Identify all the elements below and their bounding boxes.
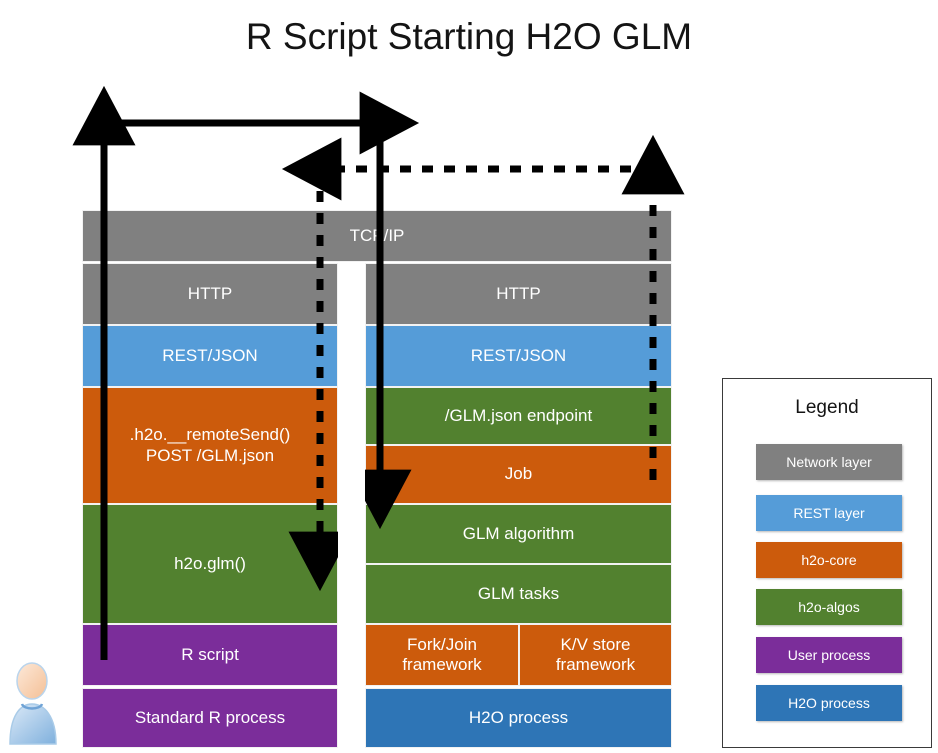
legend-item-h2o-algos-label: h2o-algos (798, 599, 860, 615)
block-left-r-script: R script (82, 624, 338, 686)
block-right-fork-join-framework: Fork/Join framework (365, 624, 519, 686)
legend-item-h2o-core: h2o-core (756, 542, 902, 578)
legend-title: Legend (795, 397, 859, 418)
block-right-rest-json-label: REST/JSON (470, 345, 567, 365)
block-tcp-ip-label: TCP/IP (349, 225, 405, 245)
legend-item-network-layer-label: Network layer (786, 454, 872, 470)
legend-item-user-process: User process (756, 637, 902, 673)
legend-item-rest-layer-label: REST layer (793, 505, 865, 521)
block-left-http: HTTP (82, 263, 338, 325)
legend-item-h2o-process: H2O process (756, 685, 902, 721)
block-tcp-ip: TCP/IP (82, 210, 672, 262)
block-right-job: Job (365, 445, 672, 504)
legend-item-h2o-algos: h2o-algos (756, 589, 902, 625)
block-right-glm-tasks: GLM tasks (365, 564, 672, 624)
legend-item-network-layer: Network layer (756, 444, 902, 480)
block-right-h2o-process: H2O process (365, 688, 672, 748)
block-right-http: HTTP (365, 263, 672, 325)
block-right-fork-join-framework-label: Fork/Join framework (402, 634, 482, 674)
stack-gap-separator (338, 262, 365, 749)
block-right-glm-json-endpoint: /GLM.json endpoint (365, 387, 672, 445)
block-right-rest-json: REST/JSON (365, 325, 672, 387)
legend-item-h2o-core-label: h2o-core (801, 552, 857, 568)
block-right-glm-algorithm-label: GLM algorithm (462, 523, 575, 543)
user-avatar (9, 662, 57, 745)
legend: Legend Network layer REST layer h2o-core… (722, 378, 932, 748)
legend-item-rest-layer: REST layer (756, 495, 902, 531)
block-right-h2o-process-label: H2O process (468, 707, 569, 727)
block-right-glm-json-endpoint-label: /GLM.json endpoint (444, 405, 593, 425)
block-left-rest-json: REST/JSON (82, 325, 338, 387)
block-left-standard-r-process: Standard R process (82, 688, 338, 748)
legend-item-h2o-process-label: H2O process (788, 695, 870, 711)
block-left-remotesend: .h2o.__remoteSend() POST /GLM.json (82, 387, 338, 504)
block-left-remotesend-label: .h2o.__remoteSend() POST /GLM.json (129, 425, 291, 465)
block-left-http-label: HTTP (187, 283, 233, 303)
block-left-h2o-glm: h2o.glm() (82, 504, 338, 624)
block-right-kv-store-framework-label: K/V store framework (555, 634, 636, 674)
legend-item-user-process-label: User process (787, 647, 871, 663)
block-right-glm-algorithm: GLM algorithm (365, 504, 672, 564)
block-left-h2o-glm-label: h2o.glm() (174, 553, 246, 573)
block-right-glm-tasks-label: GLM tasks (477, 583, 560, 603)
block-right-kv-store-framework: K/V store framework (519, 624, 672, 686)
block-right-http-label: HTTP (496, 283, 541, 303)
block-left-r-script-label: R script (181, 644, 239, 664)
page-title: R Script Starting H2O GLM (245, 16, 693, 57)
block-left-standard-r-process-label: Standard R process (134, 707, 286, 727)
block-right-job-label: Job (504, 464, 533, 484)
block-left-rest-json-label: REST/JSON (162, 345, 258, 365)
